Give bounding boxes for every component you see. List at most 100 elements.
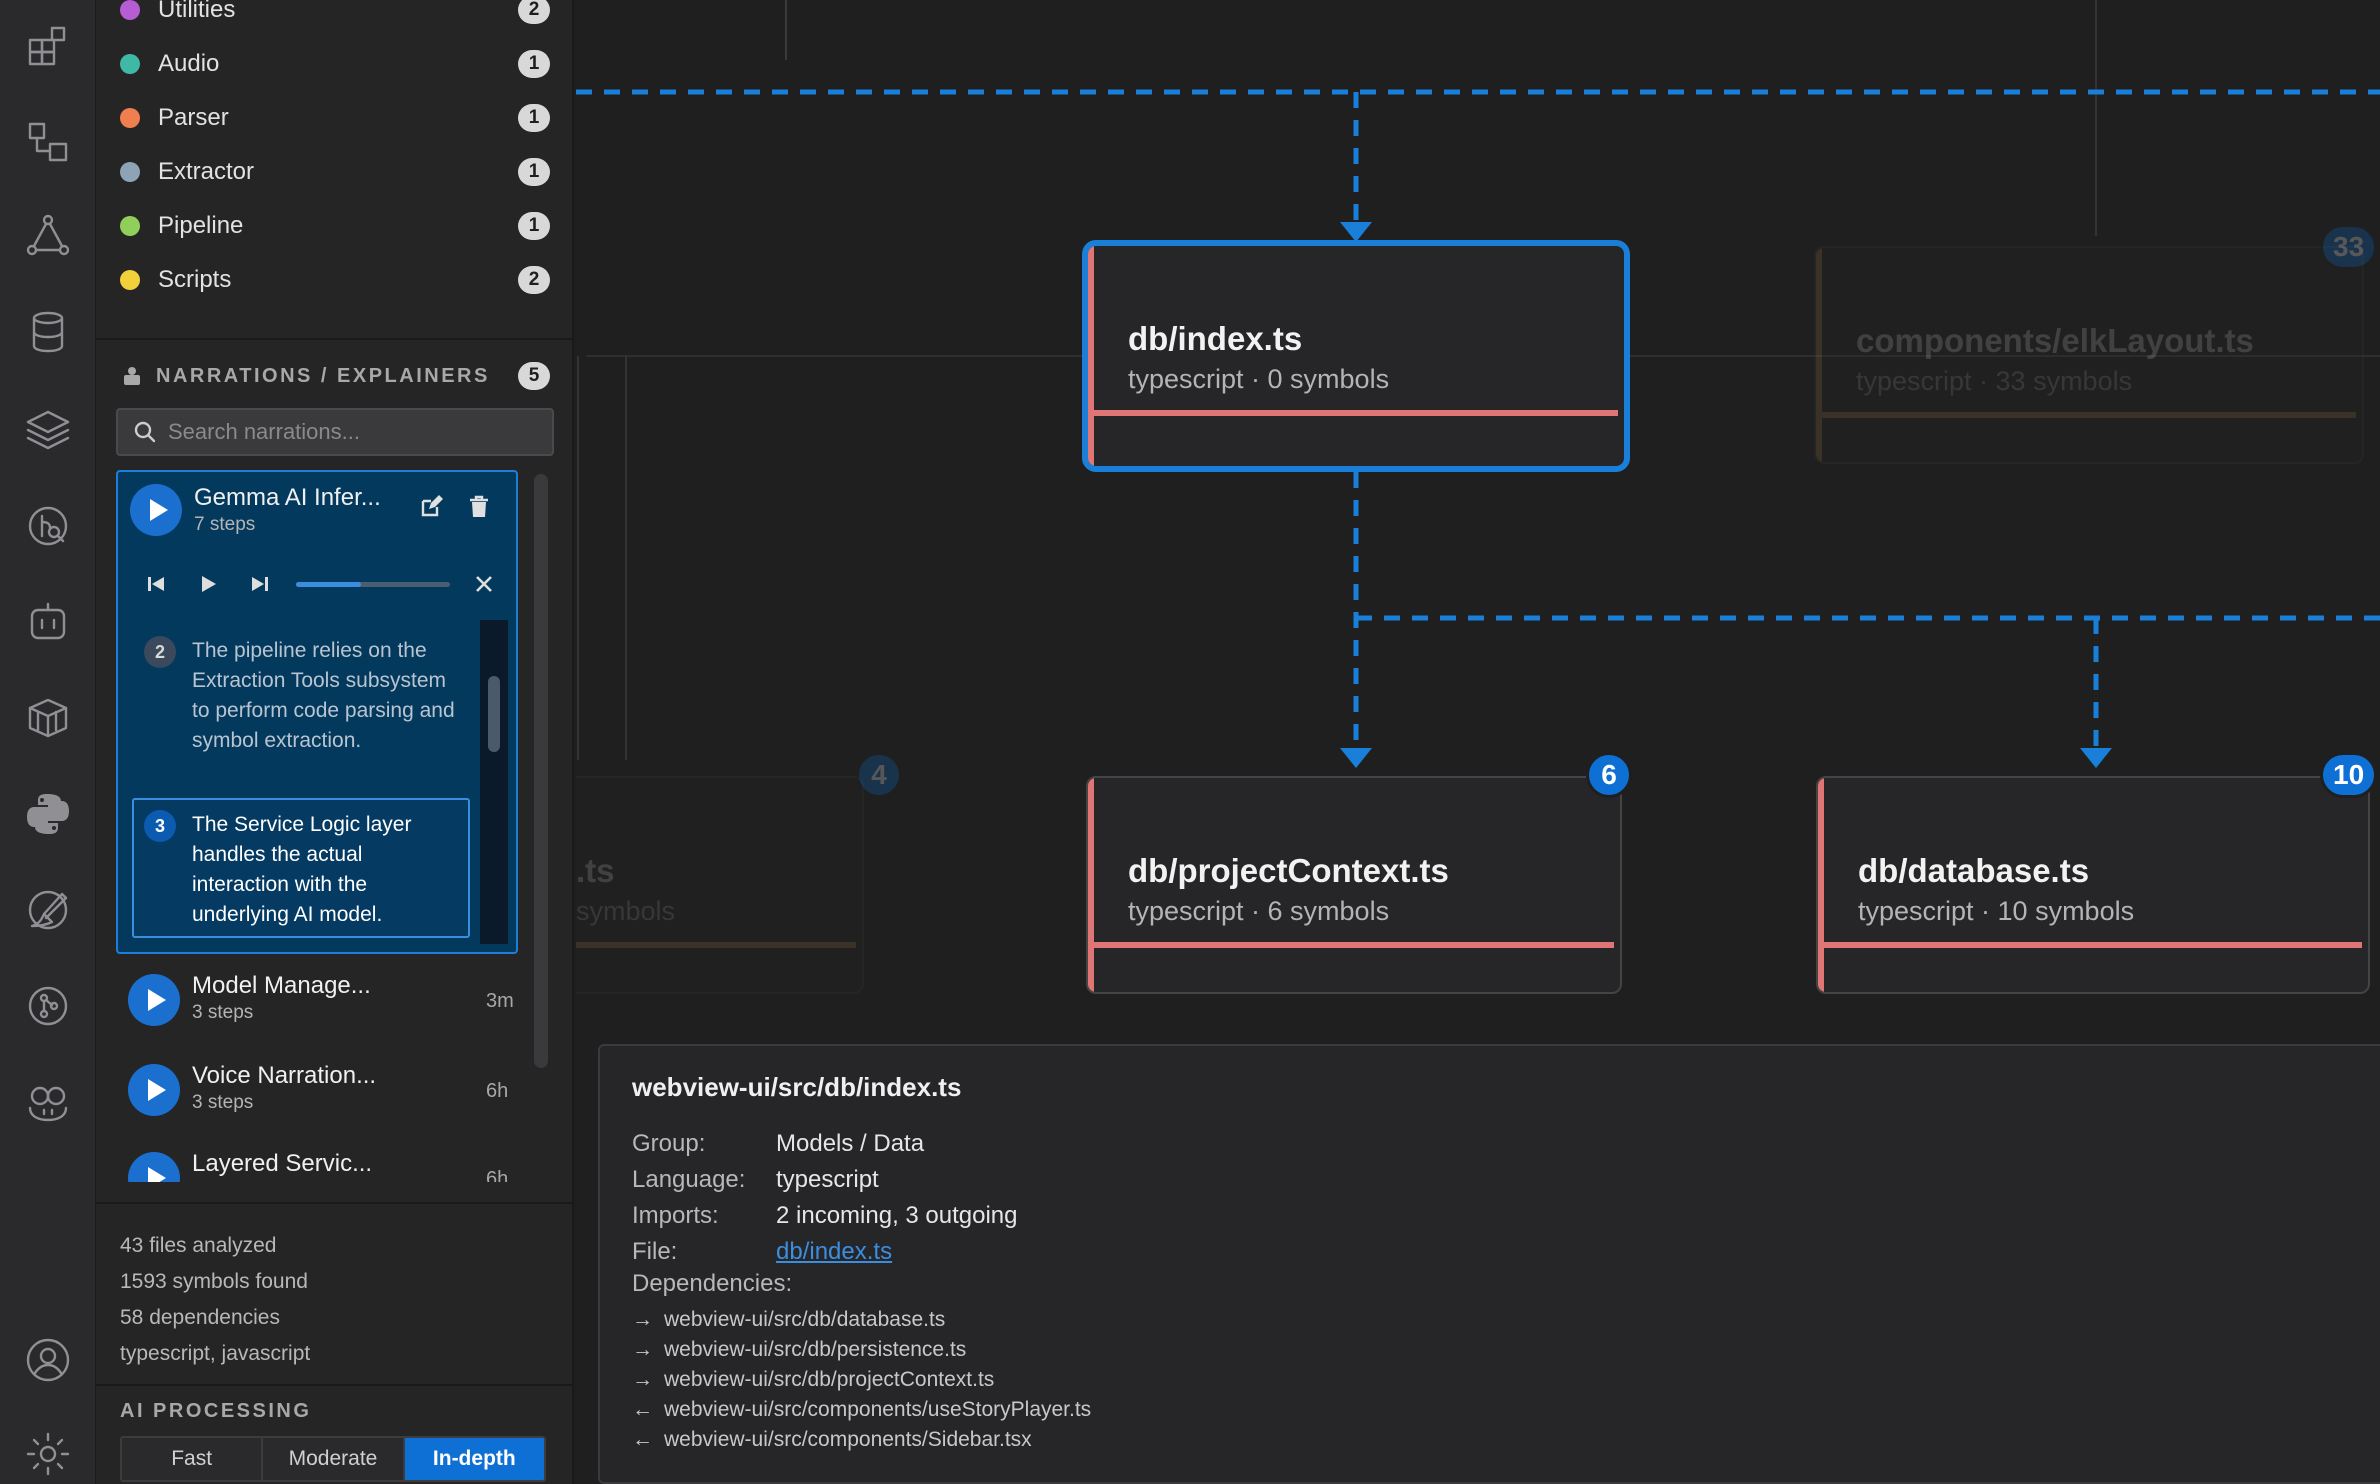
narration-search-input[interactable] [168, 419, 548, 445]
node-group-line [1094, 410, 1618, 416]
narration-list: Gemma AI Infer... 7 steps [116, 470, 536, 1182]
narration-item[interactable]: Model Manage... 3 steps 3m [116, 972, 518, 1056]
extensions-icon[interactable] [22, 20, 74, 72]
play-icon [202, 576, 216, 592]
group-count-badge: 1 [518, 212, 550, 240]
narration-step-active[interactable]: 3 The Service Logic layer handles the ac… [132, 798, 470, 938]
layers-icon[interactable] [22, 404, 74, 456]
node-group-bar [1088, 246, 1094, 466]
node-subtitle: typescript · 33 symbols [1856, 366, 2133, 396]
skip-back-icon [148, 577, 164, 591]
python-icon[interactable] [22, 788, 74, 840]
node-subtitle: typescript · 0 symbols [1128, 364, 1390, 394]
active-narration-card[interactable]: Gemma AI Infer... 7 steps [116, 470, 518, 954]
graph-node-db-project-context[interactable]: db/projectContext.ts typescript · 6 symb… [1086, 776, 1622, 994]
graph-nodes-icon[interactable] [22, 210, 74, 262]
details-key: Language: [632, 1166, 746, 1193]
group-count-badge: 1 [518, 104, 550, 132]
account-icon[interactable] [22, 1334, 74, 1386]
package-icon[interactable] [22, 692, 74, 744]
details-key: Imports: [632, 1202, 719, 1229]
details-file-link[interactable]: db/index.ts [776, 1238, 893, 1265]
close-player-button[interactable] [468, 568, 500, 600]
dependency-path: webview-ui/src/db/projectContext.ts [664, 1368, 995, 1391]
edit-narration-button[interactable] [416, 492, 446, 522]
step-text: The Service Logic layer handles the actu… [192, 813, 412, 926]
diagram-icon[interactable] [22, 116, 74, 168]
dependency-graph-canvas[interactable]: components/elkLayout.ts typescript · 33 … [576, 0, 2380, 1484]
trash-icon [470, 495, 488, 517]
dependency-item[interactable]: →webview-ui/src/db/database.ts [632, 1308, 945, 1332]
dependency-item[interactable]: →webview-ui/src/db/persistence.ts [632, 1338, 966, 1362]
dependency-item[interactable]: ←webview-ui/src/components/useStoryPlaye… [632, 1398, 1091, 1422]
database-icon[interactable] [22, 306, 74, 358]
narration-step[interactable]: 2 The pipeline relies on the Extraction … [132, 622, 470, 794]
graph-node-db-index-selected[interactable]: db/index.ts typescript · 0 symbols [1082, 240, 1630, 472]
details-language-row: Language: typescript [632, 1166, 879, 1194]
playback-progress-slider[interactable] [296, 582, 450, 587]
incoming-arrow-icon: ← [632, 1428, 653, 1451]
group-label: Audio [158, 50, 220, 77]
group-color-dot [120, 108, 140, 128]
graph-node-left-partial[interactable]: .ts symbols [576, 776, 864, 994]
details-key: Group: [632, 1130, 706, 1157]
edge-arrowhead [1340, 748, 1372, 768]
node-title: db/index.ts [1128, 320, 1303, 357]
dependency-path: webview-ui/src/db/database.ts [664, 1308, 946, 1331]
graph-node-db-database[interactable]: db/database.ts typescript · 10 symbols [1816, 776, 2370, 994]
group-count-badge: 1 [518, 50, 550, 78]
group-row[interactable]: Audio 1 [120, 44, 550, 84]
node-title: .ts [576, 852, 615, 889]
narration-item[interactable]: Voice Narration... 3 steps 6h [116, 1062, 518, 1146]
group-color-dot [120, 270, 140, 290]
node-group-bar [1088, 778, 1094, 992]
narration-steps: 3 steps [192, 1092, 254, 1113]
play-narration-button[interactable] [128, 974, 180, 1026]
narration-list-scrollbar[interactable] [534, 474, 548, 1068]
languages-stat: typescript, javascript [120, 1342, 311, 1365]
dependency-path: webview-ui/src/components/Sidebar.tsx [664, 1428, 1032, 1451]
steps-scrollbar[interactable] [480, 620, 508, 944]
step-text: The pipeline relies on the Extraction To… [192, 639, 455, 752]
node-symbol-badge: 4 [856, 752, 902, 798]
robot-icon[interactable] [22, 596, 74, 648]
play-narration-button[interactable] [130, 484, 182, 536]
copilot-icon[interactable] [22, 1076, 74, 1128]
play-narration-button[interactable] [128, 1064, 180, 1116]
ai-mode-in-depth-button[interactable]: In-depth [404, 1438, 544, 1480]
dependency-item[interactable]: ← webview-ui/src/components/Sidebar.tsx [632, 1428, 1032, 1452]
group-label: Utilities [158, 0, 236, 23]
ai-mode-moderate-button[interactable]: Moderate [263, 1438, 405, 1480]
narration-search-box[interactable] [116, 408, 554, 456]
settings-gear-icon[interactable] [22, 1428, 74, 1480]
git-search-icon[interactable] [22, 500, 74, 552]
next-step-button[interactable] [244, 568, 276, 600]
narration-title: Layered Servic... [192, 1150, 373, 1177]
narration-time: 3m [486, 990, 514, 1012]
narrator-icon [124, 367, 140, 385]
ai-processing-header: AI PROCESSING [120, 1400, 312, 1422]
steps-scrollbar-thumb[interactable] [488, 676, 500, 752]
delete-narration-button[interactable] [464, 492, 494, 522]
details-value: typescript [776, 1166, 879, 1193]
source-control-icon[interactable] [22, 980, 74, 1032]
previous-step-button[interactable] [140, 568, 172, 600]
paint-icon[interactable] [22, 884, 74, 936]
sidebar-divider [96, 1384, 572, 1386]
play-step-button[interactable] [192, 568, 224, 600]
narration-time: 6h [486, 1168, 509, 1182]
playback-progress-fill [296, 582, 361, 587]
play-narration-button[interactable] [128, 1152, 180, 1182]
step-number: 2 [144, 636, 176, 668]
dependency-item[interactable]: →webview-ui/src/db/projectContext.ts [632, 1368, 994, 1392]
graph-node-elk-layout[interactable]: components/elkLayout.ts typescript · 33 … [1814, 246, 2364, 464]
details-file-path: webview-ui/src/db/index.ts [632, 1072, 962, 1102]
narration-item[interactable]: Layered Servic... 6h [116, 1150, 518, 1182]
ai-mode-fast-button[interactable]: Fast [122, 1438, 264, 1480]
node-title: db/database.ts [1858, 852, 2090, 889]
